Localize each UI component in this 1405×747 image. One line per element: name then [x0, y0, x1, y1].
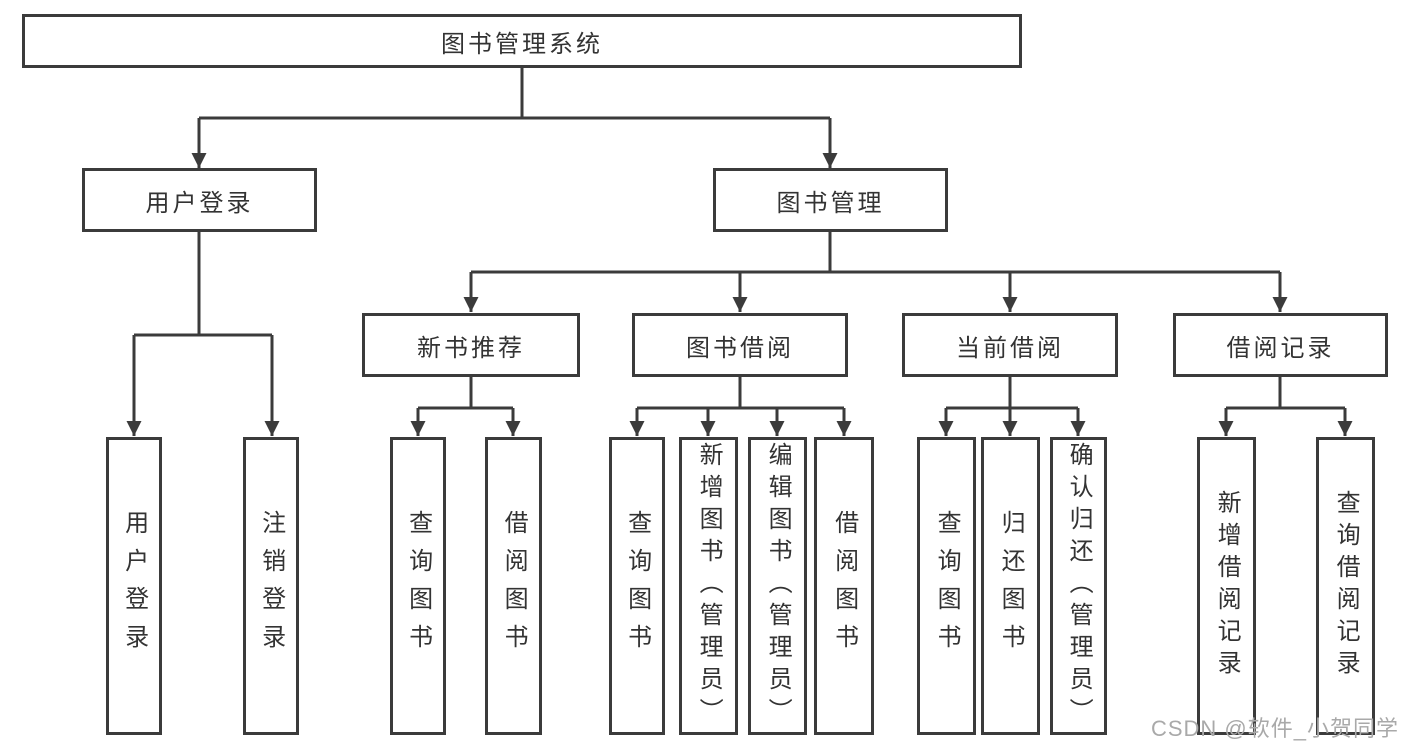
- connector-trunks: [134, 68, 1345, 410]
- leaf-label: 查询图书: [933, 510, 961, 662]
- node-label: 图书管理: [776, 189, 885, 217]
- leaf-edit-book-admin: 编辑图书（管理员）: [748, 437, 807, 735]
- leaf-label: 编辑图书（管理员）: [764, 442, 792, 730]
- leaf-user-login: 用户登录: [106, 437, 162, 735]
- node-label: 图书管理系统: [441, 30, 603, 58]
- leaf-label: 借阅图书: [830, 510, 858, 662]
- leaf-return-book: 归还图书: [981, 437, 1040, 735]
- watermark: CSDN @软件_小贺同学: [1150, 716, 1399, 741]
- leaf-confirm-return-admin: 确认归还（管理员）: [1050, 437, 1107, 735]
- leaf-borrow-books-recommend: 借阅图书: [485, 437, 542, 735]
- node-label: 借阅记录: [1226, 334, 1335, 362]
- leaf-label: 新增借阅记录: [1213, 490, 1241, 682]
- leaf-logout: 注销登录: [243, 437, 299, 735]
- leaf-query-books-borrowing: 查询图书: [609, 437, 665, 735]
- leaf-query-books-recommend: 查询图书: [390, 437, 446, 735]
- leaf-label: 查询图书: [623, 510, 651, 662]
- node-user-login-group: 用户登录: [82, 168, 317, 232]
- node-label: 新书推荐: [417, 334, 525, 362]
- leaf-query-books-current: 查询图书: [917, 437, 976, 735]
- leaf-label: 查询借阅记录: [1332, 490, 1360, 682]
- leaf-label: 归还图书: [997, 510, 1025, 662]
- node-label: 当前借阅: [956, 334, 1064, 362]
- node-library-management-system: 图书管理系统: [22, 14, 1022, 68]
- connector-arrows: [126, 118, 1353, 436]
- node-new-book-recommendation: 新书推荐: [362, 313, 580, 377]
- node-book-management: 图书管理: [713, 168, 948, 232]
- leaf-borrow-books-borrowing: 借阅图书: [814, 437, 874, 735]
- node-current-borrowing: 当前借阅: [902, 313, 1118, 377]
- leaf-add-borrow-record: 新增借阅记录: [1197, 437, 1256, 735]
- leaf-query-borrow-record: 查询借阅记录: [1316, 437, 1375, 735]
- node-borrowing-records: 借阅记录: [1173, 313, 1388, 377]
- leaf-label: 注销登录: [257, 510, 285, 662]
- leaf-add-book-admin: 新增图书（管理员）: [679, 437, 738, 735]
- node-label: 图书借阅: [686, 334, 794, 362]
- leaf-label: 借阅图书: [500, 510, 528, 662]
- leaf-label: 用户登录: [120, 510, 148, 662]
- leaf-label: 确认归还（管理员）: [1065, 442, 1093, 730]
- leaf-label: 新增图书（管理员）: [695, 442, 723, 730]
- node-label: 用户登录: [145, 189, 254, 217]
- leaf-label: 查询图书: [404, 510, 432, 662]
- node-book-borrowing: 图书借阅: [632, 313, 848, 377]
